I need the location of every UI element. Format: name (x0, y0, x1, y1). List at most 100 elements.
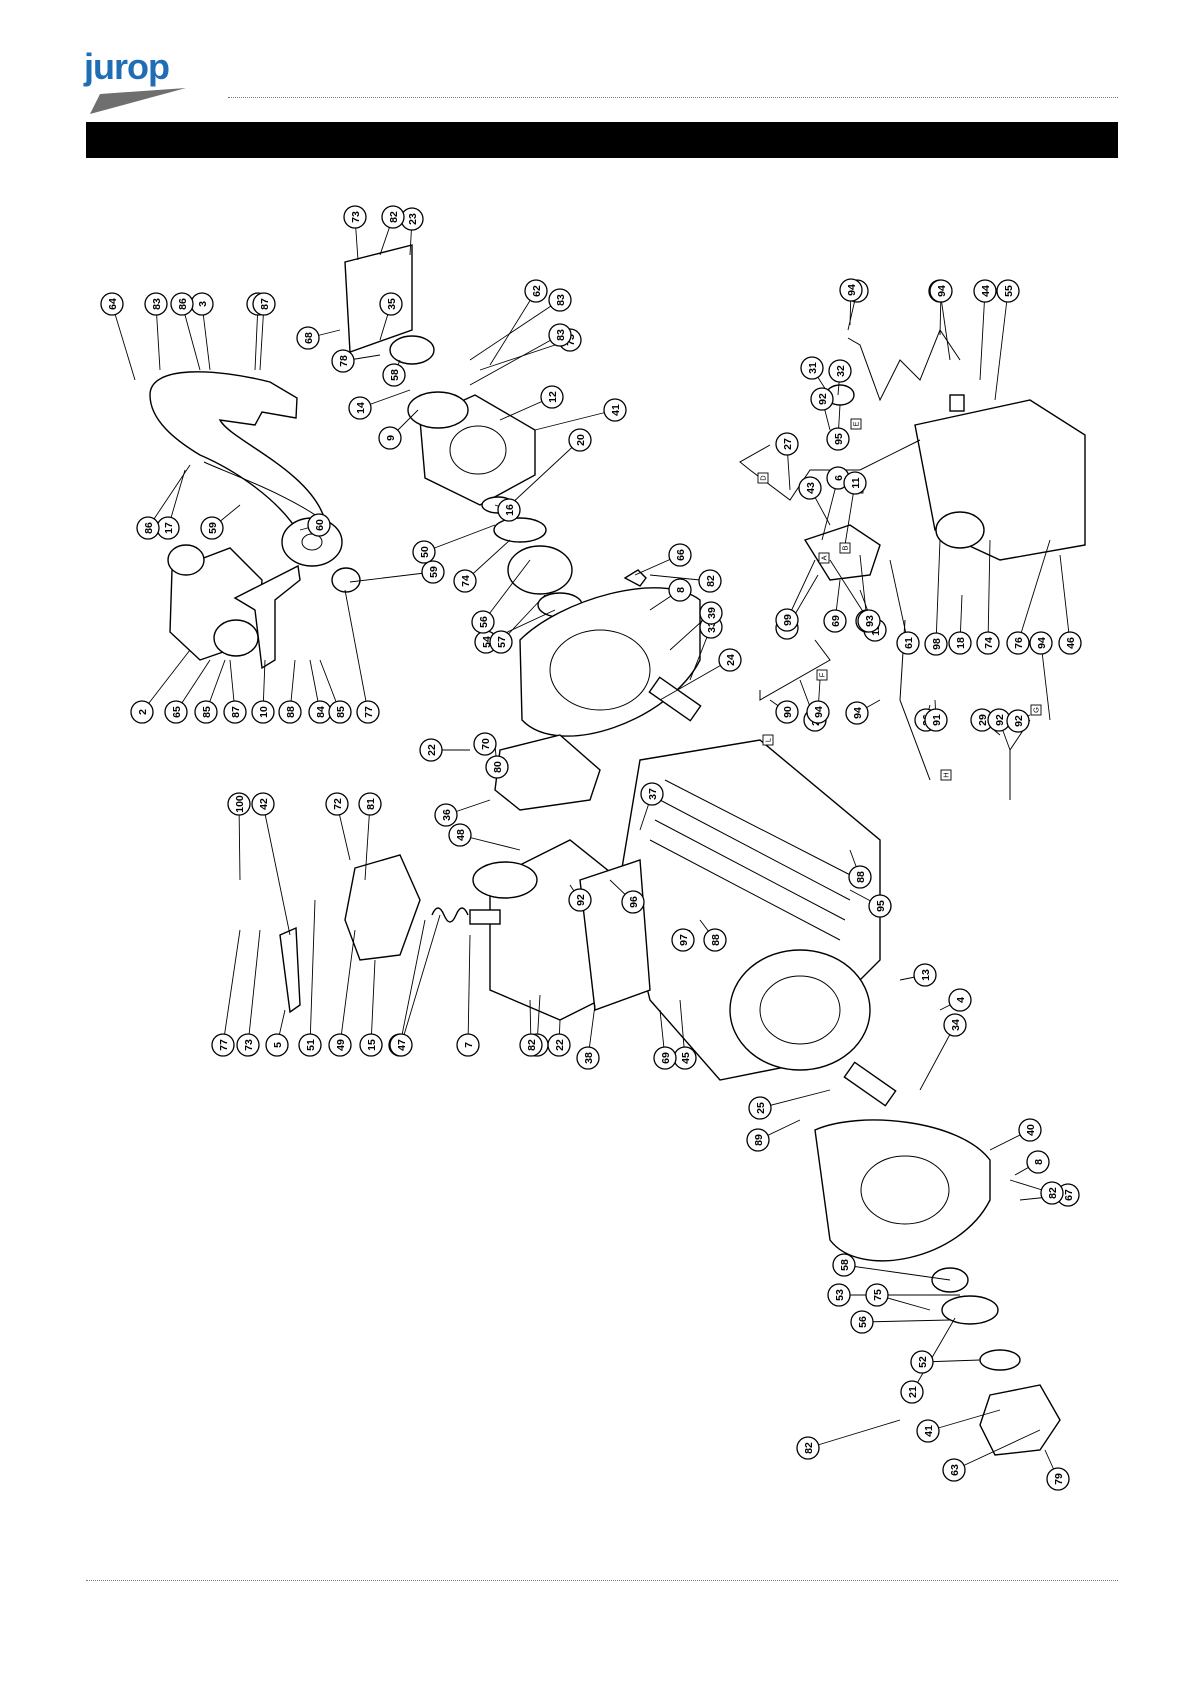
callout-number: 39 (706, 607, 718, 619)
part-callout: 9 (378, 426, 402, 450)
callout-leader (141, 649, 191, 713)
callout-number: 94 (813, 706, 825, 718)
callout-number: 91 (931, 714, 943, 726)
part-callout: 43 (798, 476, 822, 500)
callout-leader (889, 559, 909, 644)
connector-tag-letter: D (759, 475, 768, 481)
callout-balloon (845, 701, 869, 725)
callout-leader (534, 409, 616, 431)
callout-balloon (389, 1033, 413, 1057)
callout-number: 57 (496, 636, 508, 648)
callout-number: 22 (554, 1039, 566, 1051)
callout-number: 18 (955, 637, 967, 649)
part-callout: 72 (325, 792, 349, 816)
callout-leader (919, 1024, 956, 1091)
callout-number: 74 (460, 575, 472, 587)
callout-leader (400, 914, 441, 1046)
callout-leader (364, 803, 371, 881)
valve-cover (494, 734, 601, 811)
callout-balloon (857, 609, 881, 633)
part-callout: 37 (640, 782, 664, 806)
valve-shaft (469, 909, 501, 925)
callout-number: 52 (917, 1356, 929, 1368)
part-callout: 61 (896, 631, 920, 655)
callout-leader (262, 803, 291, 936)
callout-balloon (473, 732, 497, 756)
part-callout: 74 (453, 569, 477, 593)
callout-number: 51 (305, 1039, 317, 1051)
part-callout: 94 (929, 279, 953, 303)
callout-balloon (497, 498, 521, 522)
part-callout: 82 (1040, 1181, 1064, 1205)
part-callout: 11 (843, 471, 867, 495)
callout-number: 72 (332, 798, 344, 810)
part-callout: 29 (970, 708, 994, 732)
part-callout: 41 (603, 398, 627, 422)
part-callout: 52 (910, 1350, 934, 1374)
callout-number: 73 (350, 211, 362, 223)
callout-number: 86 (177, 298, 189, 310)
header-divider (228, 97, 1118, 98)
callout-balloon (485, 755, 509, 779)
callout-balloon (668, 578, 692, 602)
callout-number: 98 (931, 638, 943, 650)
callout-number: 41 (923, 1425, 935, 1437)
part-callout: 46 (1058, 631, 1082, 655)
jurop-logo: jurop (84, 46, 204, 116)
parts-drawing (149, 244, 1086, 1456)
part-callout: 84 (308, 700, 332, 724)
part-callout: 92 (810, 387, 834, 411)
callout-number: 4 (955, 997, 967, 1003)
callout-balloon (976, 631, 1000, 655)
part-callout: 53 (827, 1283, 851, 1307)
callout-number: 48 (455, 829, 467, 841)
callout-number: 93 (864, 615, 876, 627)
callout-leader (979, 290, 986, 381)
callout-number: 70 (480, 738, 492, 750)
callout-balloon (358, 792, 382, 816)
callout-balloon (548, 323, 572, 347)
part-callout: 14 (348, 396, 372, 420)
part-callout: 16 (497, 498, 521, 522)
part-callout: 83 (144, 292, 168, 316)
callout-balloon (382, 363, 406, 387)
connector-tag: A (818, 552, 830, 564)
part-callout: 87 (223, 700, 247, 724)
callout-number: 35 (386, 298, 398, 310)
part-callout: 36 (434, 803, 458, 827)
logo-wedge-icon (90, 88, 186, 114)
part-callout: 17 (156, 516, 180, 540)
belt-guard (149, 371, 326, 547)
callout-leader (349, 571, 434, 583)
callout-balloon (653, 1046, 677, 1070)
callout-balloon (698, 569, 722, 593)
callout-leader (238, 803, 241, 881)
part-callout: 8 (668, 578, 692, 602)
connector-tag: F (816, 669, 828, 681)
part-callout: 83 (548, 323, 572, 347)
callout-number: 89 (753, 1134, 765, 1146)
part-callout: 79 (1046, 1467, 1070, 1491)
connector-tag-letter: E (852, 421, 861, 426)
callout-leader (370, 959, 376, 1046)
callout-balloon (524, 279, 548, 303)
connector-tags: ABCDEFGHL (757, 418, 1042, 781)
part-callout: 69 (653, 1046, 677, 1070)
section-title-bar (86, 122, 1118, 158)
part-callout: 83 (548, 288, 572, 312)
callout-number: 92 (817, 393, 829, 405)
callout-number: 96 (628, 896, 640, 908)
callout-number: 88 (855, 871, 867, 883)
callout-balloon (348, 396, 372, 420)
callout-balloon (298, 1033, 322, 1057)
callout-leader (469, 299, 561, 361)
callout-balloon (343, 205, 367, 229)
callout-leader (423, 524, 496, 553)
connector-tag: B (839, 542, 851, 554)
callout-balloon (1006, 709, 1030, 733)
part-callout: 60 (307, 513, 331, 537)
callout-balloon (775, 608, 799, 632)
callout-number: 90 (782, 706, 794, 718)
callout-balloon (356, 700, 380, 724)
callout-balloon (328, 700, 352, 724)
